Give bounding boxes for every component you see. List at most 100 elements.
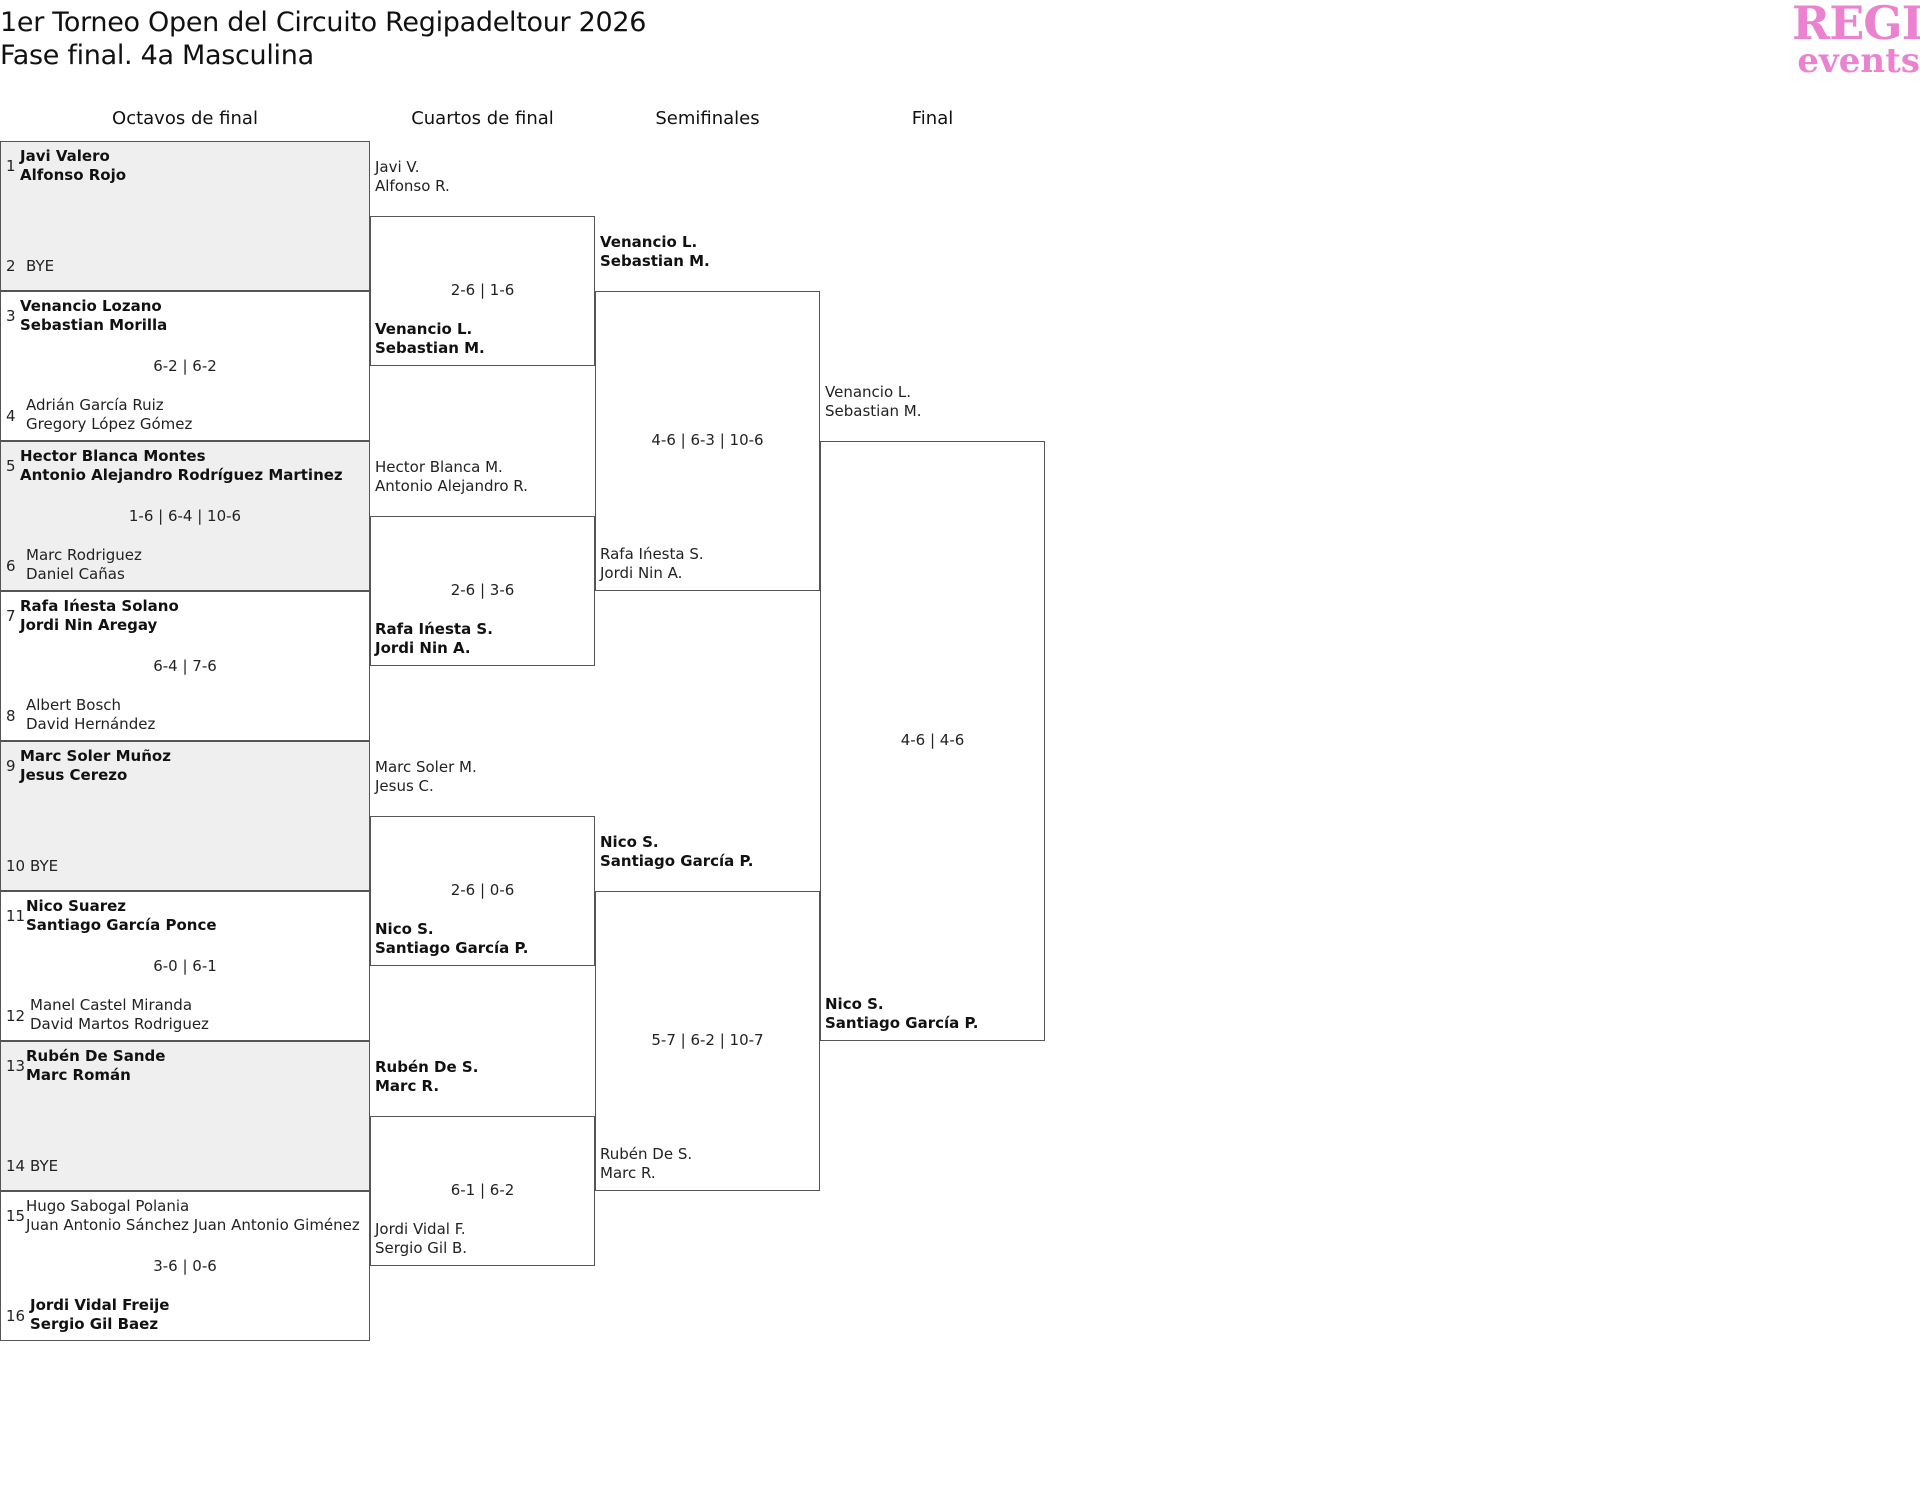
player-name: Alfonso Rojo — [20, 166, 127, 184]
player-name: Javi Valero — [20, 147, 110, 165]
team-entry: Rafa Ińesta S.Jordi Nin A. — [600, 545, 704, 583]
player-name: Marc Soler Muñoz — [20, 747, 171, 765]
match-score: 5-7 | 6-2 | 10-7 — [651, 1031, 764, 1049]
round-header-cuartos: Cuartos de final — [411, 108, 554, 129]
match-box — [0, 291, 370, 441]
match-score: 4-6 | 4-6 — [900, 731, 965, 749]
player-name: Santiago García Ponce — [26, 916, 217, 934]
team-entry: Nico S.Santiago García P. — [825, 995, 978, 1033]
match-score: 2-6 | 1-6 — [450, 281, 515, 299]
player-name: Santiago García P. — [825, 1014, 979, 1032]
seed-number: 9 — [6, 757, 16, 775]
player-name: Antonio Alejandro Rodríguez Martinez — [20, 466, 343, 484]
match-score: 2-6 | 3-6 — [450, 581, 515, 599]
player-name: David Hernández — [26, 715, 156, 733]
seed-number: 11 — [6, 907, 26, 925]
player-name: Marc Soler M. — [375, 758, 477, 776]
seed-number: 12 — [6, 1007, 26, 1025]
match-box — [0, 141, 370, 291]
seed-number: 16 — [6, 1307, 26, 1325]
player-name: David Martos Rodriguez — [30, 1015, 209, 1033]
match-score: 6-0 | 6-1 — [153, 957, 217, 975]
player-name: Rafa Ińesta S. — [375, 620, 493, 638]
team-entry: Venancio L.Sebastian M. — [825, 383, 922, 421]
match-box — [0, 1191, 370, 1341]
player-name: Rafa Ińesta Solano — [20, 597, 179, 615]
match-score: 6-4 | 7-6 — [153, 657, 217, 675]
bye-entry: BYE — [30, 1157, 59, 1175]
player-name: Sebastian Morilla — [20, 316, 168, 334]
player-name: Jesus C. — [375, 777, 434, 795]
match-box — [370, 1116, 595, 1266]
team-entry: Hector Blanca M.Antonio Alejandro R. — [375, 458, 528, 496]
match-box — [0, 441, 370, 591]
seed-number: 10 — [6, 857, 26, 875]
player-name: Adrián García Ruiz — [26, 396, 164, 414]
player-name: Sergio Gil Baez — [30, 1315, 159, 1333]
match-score: 2-6 | 0-6 — [450, 881, 515, 899]
player-name: Marc Román — [26, 1066, 131, 1084]
player-name: Nico Suarez — [26, 897, 127, 915]
match-box — [0, 591, 370, 741]
seed-number: 5 — [6, 457, 16, 475]
player-name: Santiago García P. — [600, 852, 754, 870]
team-entry: Rubén De S.Marc R. — [600, 1145, 692, 1183]
match-score: 4-6 | 6-3 | 10-6 — [651, 431, 764, 449]
player-name: Jordi Vidal F. — [375, 1220, 466, 1238]
player-name: Nico S. — [600, 833, 659, 851]
seed-number: 13 — [6, 1057, 26, 1075]
player-name: Rubén De S. — [600, 1145, 693, 1163]
player-name: Marc Rodriguez — [26, 546, 142, 564]
player-name: Manel Castel Miranda — [30, 996, 193, 1014]
player-name: Sebastian M. — [600, 252, 710, 270]
page-title: 1er Torneo Open del Circuito Regipadelto… — [0, 7, 647, 38]
player-name: Nico S. — [825, 995, 884, 1013]
seed-number: 3 — [6, 307, 16, 325]
player-name: Marc R. — [375, 1077, 440, 1095]
team-entry: Venancio L.Sebastian M. — [375, 320, 485, 358]
player-name: Jordi Nin A. — [375, 639, 471, 657]
seed-number: 8 — [6, 707, 16, 725]
team-entry: Venancio L.Sebastian M. — [600, 233, 710, 271]
team-entry: Rafa Ińesta S.Jordi Nin A. — [375, 620, 493, 658]
player-name: Nico S. — [375, 920, 434, 938]
match-score: 6-1 | 6-2 — [450, 1181, 515, 1199]
player-name: Hector Blanca M. — [375, 458, 503, 476]
player-name: Rubén De Sande — [26, 1047, 166, 1065]
player-name: Marc R. — [600, 1164, 656, 1182]
player-name: Hector Blanca Montes — [20, 447, 206, 465]
bye-entry: BYE — [26, 257, 55, 275]
seed-number: 2 — [6, 257, 16, 275]
page-subtitle: Fase final. 4a Masculina — [0, 40, 314, 71]
team-entry: Nico S.Santiago García P. — [375, 920, 528, 958]
player-name: Sebastian M. — [375, 339, 485, 357]
bye-entry: BYE — [30, 857, 59, 875]
team-entry: Nico S.Santiago García P. — [600, 833, 753, 871]
match-box — [370, 516, 595, 666]
match-box — [595, 291, 820, 591]
logo-line-2: events — [1797, 41, 1920, 81]
player-name: Jesus Cerezo — [20, 766, 128, 784]
match-score: 3-6 | 0-6 — [153, 1257, 217, 1275]
player-name: Javi V. — [375, 158, 420, 176]
regi-events-logo: REGI events — [1792, 0, 1920, 78]
player-name: Venancio Lozano — [20, 297, 162, 315]
player-name: Albert Bosch — [26, 696, 122, 714]
player-name: Daniel Cañas — [26, 565, 125, 583]
player-name: Sergio Gil B. — [375, 1239, 468, 1257]
seed-number: 15 — [6, 1207, 26, 1225]
match-score: 1-6 | 6-4 | 10-6 — [128, 507, 242, 525]
player-name: Venancio L. — [825, 383, 912, 401]
round-header-final: Final — [911, 108, 954, 129]
player-name: Juan Antonio Sánchez Juan Antonio Giméne… — [26, 1216, 360, 1234]
team-entry: Javi V.Alfonso R. — [375, 158, 450, 196]
